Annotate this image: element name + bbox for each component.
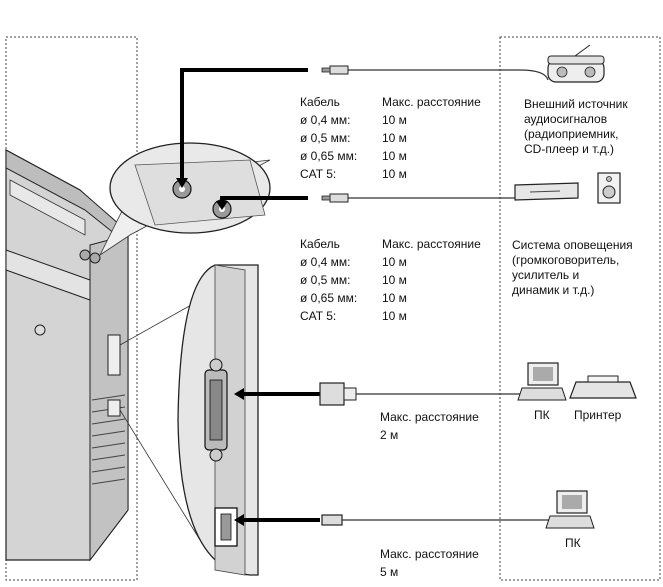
table-row: ø 0,5 мм: 10 м	[300, 129, 481, 147]
table-row: CAT 5: 10 м	[300, 307, 481, 325]
amplifier-icon	[514, 182, 579, 201]
ports-zoom	[119, 264, 259, 576]
table-row: ø 0,4 мм: 10 м	[300, 111, 481, 129]
usb-pc-label: ПК	[565, 536, 581, 550]
table-row: ø 0,5 мм: 10 м	[300, 271, 481, 289]
cable-cell: CAT 5:	[300, 309, 337, 323]
audio-input-cable	[321, 65, 549, 81]
pc-usb-icon	[545, 490, 595, 529]
audio-jacks-zoom	[98, 142, 271, 257]
speaker-icon	[597, 172, 621, 204]
table-row: ø 0,4 мм: 10 м	[300, 253, 481, 271]
usb-distance-value: 5 м	[380, 565, 399, 579]
distance-cell: 10 м	[382, 255, 407, 269]
printer-icon	[569, 375, 637, 399]
paging-output-cable	[321, 193, 515, 203]
col-cable-header: Кабель	[300, 237, 340, 251]
audio-input-table: Кабель Макс. расстояние ø 0,4 мм: 10 м ø…	[300, 93, 481, 183]
table-row: CAT 5: 10 м	[300, 165, 481, 183]
serial-distance-value: 2 м	[380, 428, 399, 442]
table-row: ø 0,65 мм: 10 м	[300, 147, 481, 165]
arrowheads	[176, 178, 244, 526]
col-distance-header: Макс. расстояние	[382, 237, 481, 251]
distance-cell: 10 м	[382, 291, 407, 305]
usb-distance-label: Макс. расстояние	[380, 547, 479, 561]
serial-distance-label: Макс. расстояние	[380, 410, 479, 424]
serial-cable	[319, 382, 528, 406]
cable-cell: ø 0,65 мм:	[300, 291, 358, 305]
distance-cell: 10 м	[382, 113, 407, 127]
serial-pc-label: ПК	[534, 408, 550, 422]
paging-system-label: Система оповещения (громкоговоритель, ус…	[512, 238, 633, 297]
table-header: Кабель Макс. расстояние	[300, 93, 481, 111]
pbx-unit	[5, 148, 129, 562]
col-cable-header: Кабель	[300, 95, 340, 109]
distance-cell: 10 м	[382, 273, 407, 287]
usb-cable	[321, 514, 552, 526]
cable-cell: ø 0,4 мм:	[300, 255, 351, 269]
cable-cell: ø 0,5 мм:	[300, 131, 351, 145]
table-header: Кабель Макс. расстояние	[300, 235, 481, 253]
distance-cell: 10 м	[382, 309, 407, 323]
audio-source-label: Внешний источник аудиосигналов (радиопри…	[524, 97, 628, 156]
printer-label: Принтер	[574, 408, 622, 422]
col-distance-header: Макс. расстояние	[382, 95, 481, 109]
table-row: ø 0,65 мм: 10 м	[300, 289, 481, 307]
distance-cell: 10 м	[382, 131, 407, 145]
paging-output-table: Кабель Макс. расстояние ø 0,4 мм: 10 м ø…	[300, 235, 481, 325]
distance-cell: 10 м	[382, 149, 407, 163]
right-dashed-frame	[499, 36, 661, 581]
distance-cell: 10 м	[382, 167, 407, 181]
cable-cell: CAT 5:	[300, 167, 337, 181]
radio-icon	[547, 44, 605, 83]
pc-serial-icon	[517, 362, 567, 401]
cable-cell: ø 0,5 мм:	[300, 273, 351, 287]
cable-cell: ø 0,65 мм:	[300, 149, 358, 163]
cable-cell: ø 0,4 мм:	[300, 113, 351, 127]
